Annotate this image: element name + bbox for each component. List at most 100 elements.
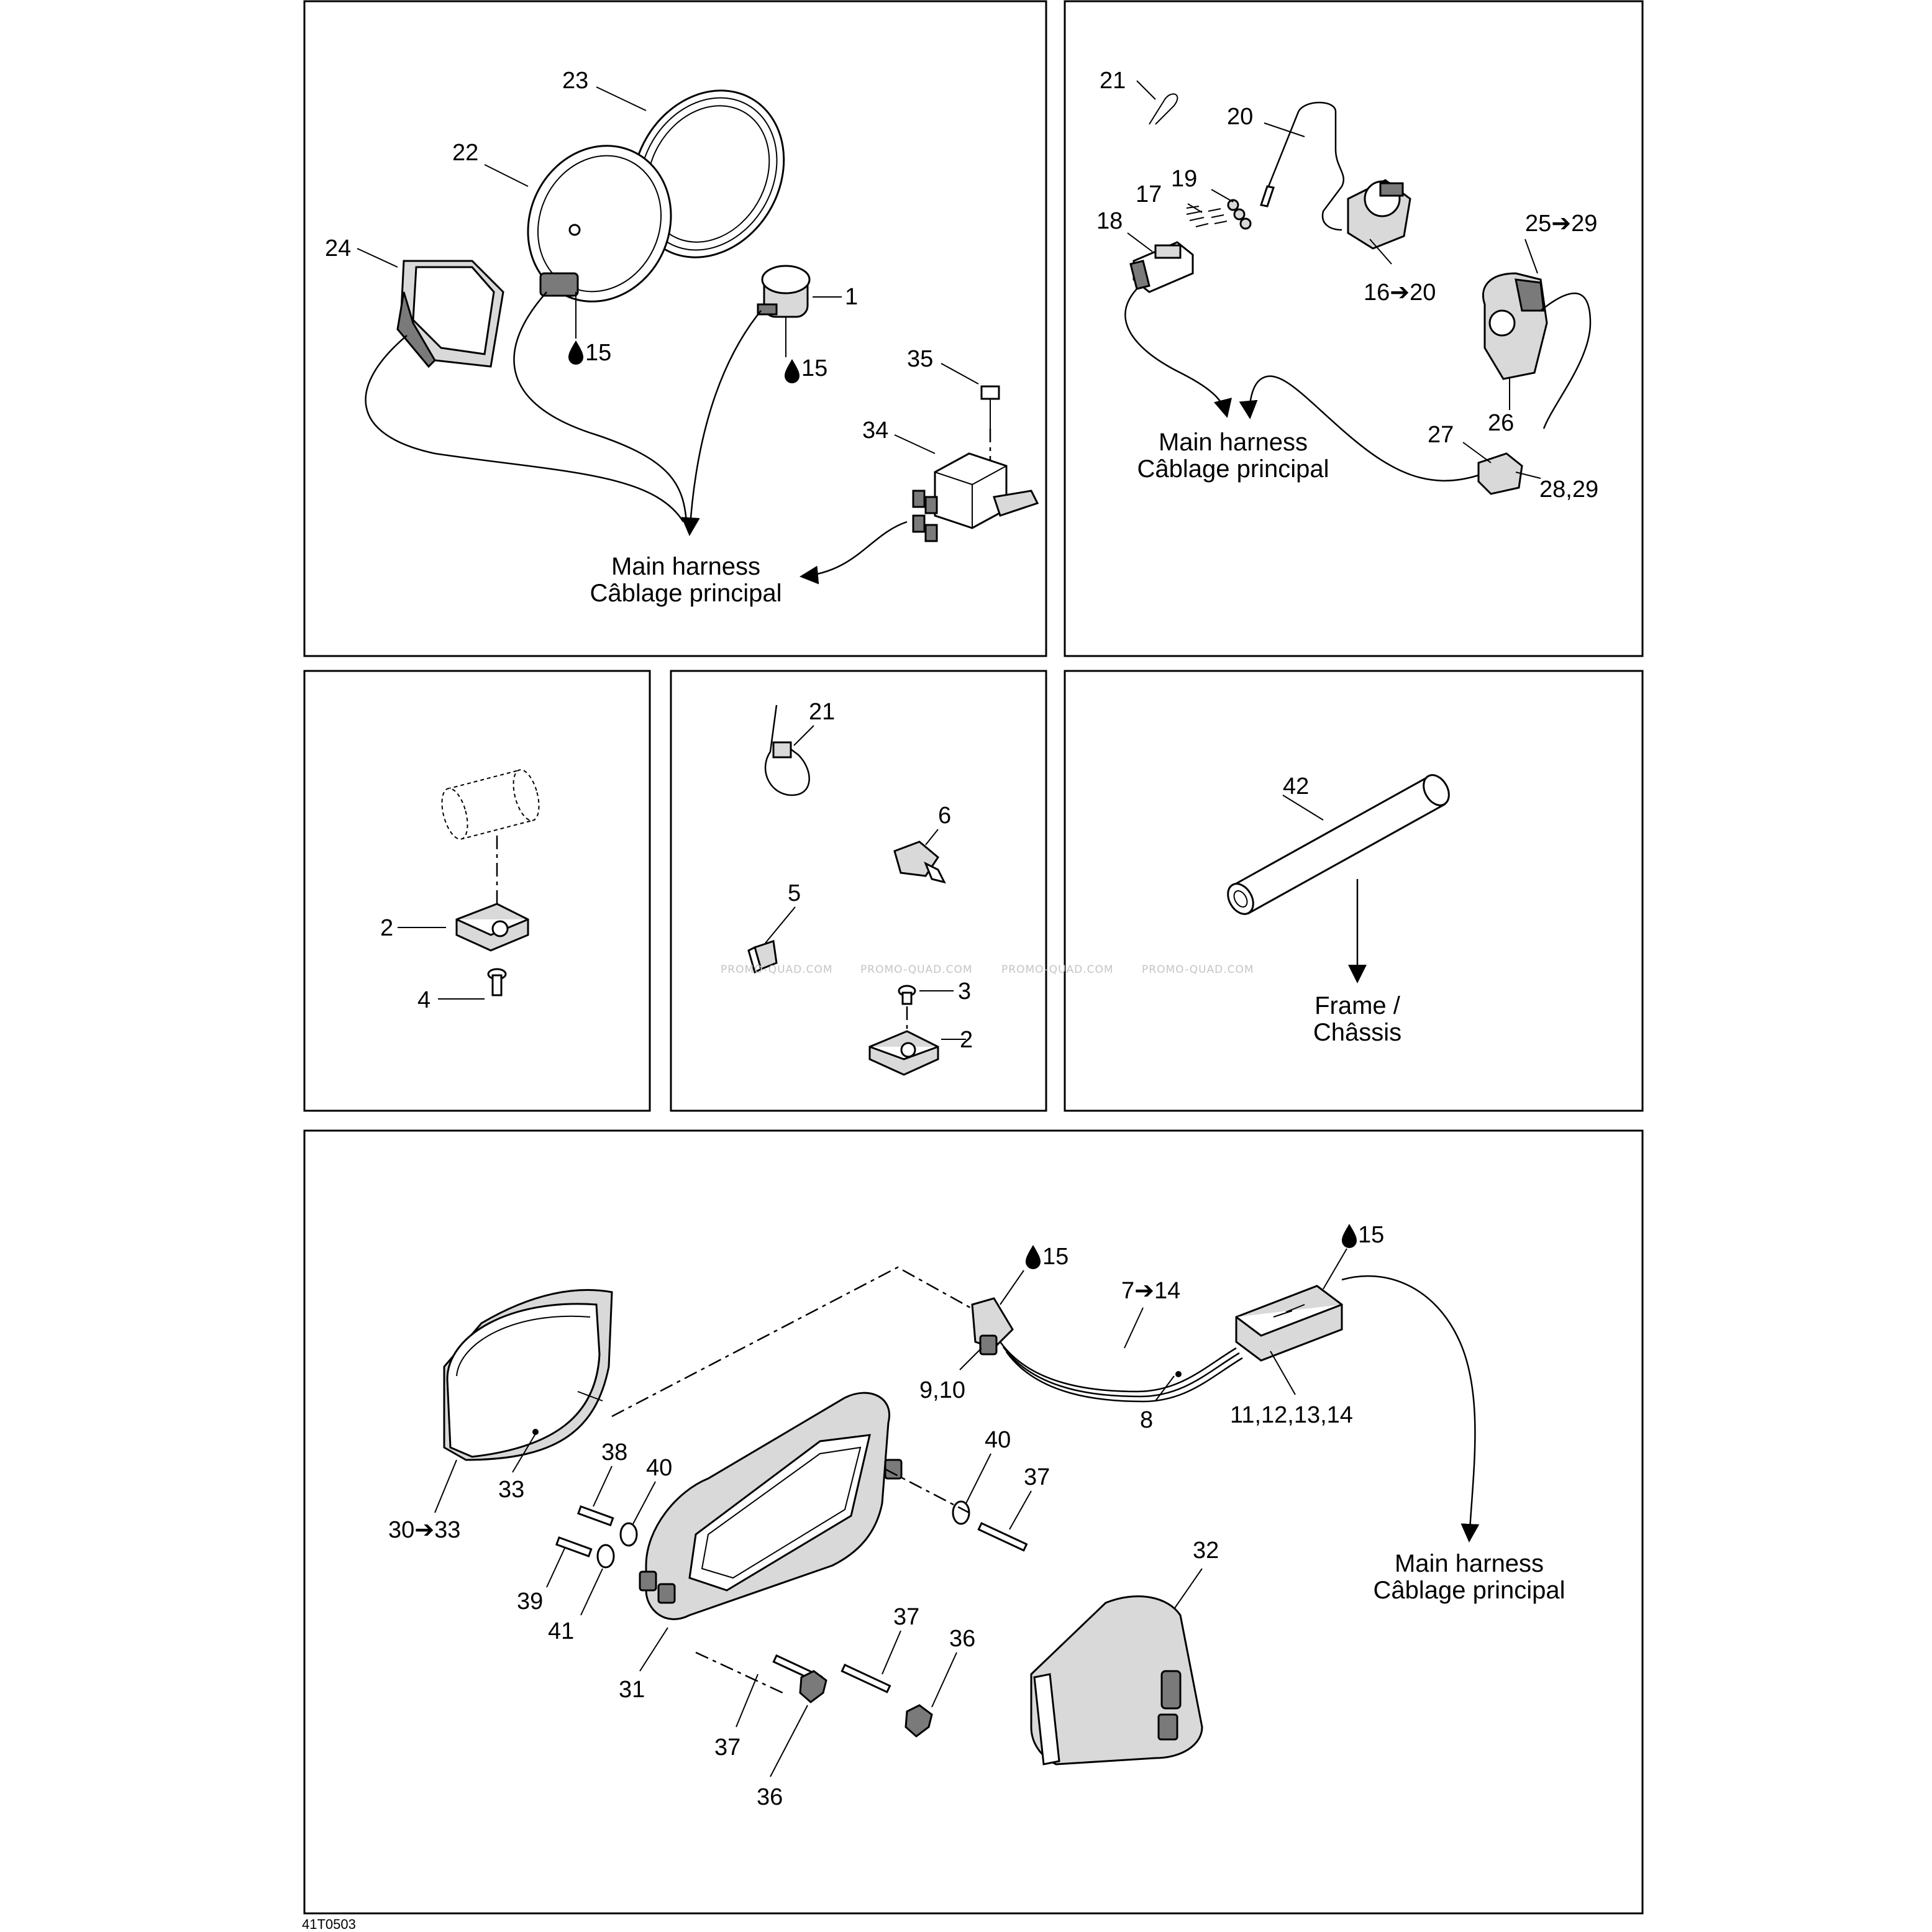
wire-22-harness bbox=[513, 291, 688, 522]
callout-2-mid-left: 2 bbox=[380, 915, 393, 941]
part-27-connector bbox=[1477, 452, 1523, 495]
callout-36-right: 36 bbox=[949, 1626, 975, 1652]
leader-17 bbox=[1187, 203, 1203, 213]
part-5-clip bbox=[747, 940, 778, 974]
harness-label-bottom-line2: Câblage principal bbox=[1373, 1577, 1565, 1604]
callout-21-top: 21 bbox=[1100, 68, 1126, 94]
callout-15-b: 15 bbox=[801, 355, 827, 381]
callout-40-right: 40 bbox=[985, 1427, 1011, 1453]
leader-15-bottom-a bbox=[1000, 1270, 1024, 1305]
callout-42: 42 bbox=[1283, 773, 1309, 800]
part-42-protective-tube bbox=[1227, 774, 1450, 915]
harness-label-top-right-line1: Main harness bbox=[1159, 429, 1308, 456]
grease-drop-icon bbox=[568, 340, 583, 365]
leader-20 bbox=[1264, 122, 1305, 137]
harness-label-top-left-line1: Main harness bbox=[611, 553, 760, 580]
leader-5 bbox=[765, 906, 796, 944]
callout-15-bottom-a: 15 bbox=[1042, 1244, 1069, 1270]
part-9-10-connector bbox=[971, 1297, 1014, 1356]
leader-27 bbox=[1462, 442, 1492, 463]
leader-33 bbox=[512, 1433, 536, 1473]
watermark-3: PROMO-QUAD.COM bbox=[1001, 964, 1114, 976]
leader-7-14 bbox=[1124, 1307, 1144, 1349]
callout-24: 24 bbox=[325, 235, 351, 262]
watermark-1: PROMO-QUAD.COM bbox=[721, 964, 833, 976]
wire-24-harness bbox=[365, 335, 685, 522]
leader-40-left bbox=[632, 1481, 656, 1526]
leader-28 bbox=[1515, 472, 1541, 479]
part-20-wire-lead bbox=[1260, 101, 1345, 231]
callout-30-33: 30➔33 bbox=[388, 1517, 460, 1543]
part-34-relay bbox=[912, 429, 1039, 542]
callout-18: 18 bbox=[1096, 208, 1123, 234]
callout-2-mid-center: 2 bbox=[960, 1027, 973, 1053]
callout-37-mid: 37 bbox=[893, 1604, 919, 1630]
harness-label-top-left-line2: Câblage principal bbox=[590, 580, 781, 607]
grease-drop-icon bbox=[1342, 1224, 1357, 1248]
frame-label-line2: Châssis bbox=[1313, 1019, 1401, 1046]
callout-27: 27 bbox=[1428, 422, 1454, 448]
callout-20: 20 bbox=[1227, 104, 1253, 130]
part-18-connector bbox=[1129, 241, 1194, 293]
leader-34 bbox=[894, 434, 936, 454]
callout-22: 22 bbox=[452, 140, 478, 166]
axis-lamp-to-connector bbox=[611, 1266, 982, 1418]
callout-37-bottom: 37 bbox=[714, 1734, 740, 1761]
panel-top-right bbox=[1064, 0, 1644, 657]
part-33-headlamp bbox=[443, 1289, 613, 1461]
part-16-ignition-switch bbox=[1347, 179, 1411, 250]
callout-11-14: 11,12,13,14 bbox=[1230, 1402, 1353, 1428]
callout-4: 4 bbox=[417, 987, 431, 1013]
part-2-clip-mid-center bbox=[868, 1030, 939, 1076]
part-31-bracket bbox=[639, 1392, 903, 1620]
callout-5: 5 bbox=[788, 880, 801, 906]
leader-25 bbox=[1524, 239, 1538, 274]
part-17-19-terminals bbox=[1186, 199, 1252, 230]
callout-40-left: 40 bbox=[646, 1455, 672, 1481]
part-32-work-lamp bbox=[1030, 1595, 1203, 1766]
leader-35 bbox=[941, 363, 979, 385]
leader-41 bbox=[580, 1568, 603, 1616]
harness-label-bottom-line1: Main harness bbox=[1395, 1550, 1544, 1577]
part-3-screw bbox=[898, 985, 916, 1005]
part-7-14-sub-harness bbox=[999, 1341, 1243, 1403]
panel-bottom bbox=[303, 1129, 1644, 1915]
grease-drop-icon bbox=[785, 359, 800, 383]
panel-mid-right bbox=[1064, 670, 1644, 1112]
wire-connector-harness bbox=[1341, 1275, 1480, 1542]
part-40-41-washers bbox=[596, 1500, 970, 1569]
callout-16-20: 16➔20 bbox=[1364, 280, 1436, 306]
leader-24 bbox=[357, 248, 398, 268]
leader-31 bbox=[639, 1627, 668, 1672]
callout-32: 32 bbox=[1193, 1538, 1219, 1564]
callout-26: 26 bbox=[1488, 410, 1514, 436]
leader-21-top bbox=[1136, 80, 1156, 100]
leader-6 bbox=[925, 829, 939, 845]
part-6-push-rivet bbox=[893, 841, 946, 884]
part-35-screw bbox=[980, 385, 1000, 429]
leader-9-10 bbox=[959, 1347, 982, 1370]
leader-37-bottom bbox=[736, 1674, 759, 1728]
leader-18 bbox=[1127, 232, 1153, 252]
callout-6: 6 bbox=[938, 803, 951, 829]
leader-42 bbox=[1282, 795, 1324, 821]
part-24-switch bbox=[396, 260, 504, 368]
callout-34: 34 bbox=[862, 417, 888, 444]
callout-28-29: 28,29 bbox=[1539, 476, 1598, 503]
grease-drop-icon bbox=[1026, 1245, 1041, 1269]
panel-mid-center bbox=[670, 670, 1047, 1112]
leader-11-14 bbox=[1270, 1351, 1296, 1395]
callout-39: 39 bbox=[517, 1588, 543, 1615]
part-ghost-tube bbox=[441, 769, 540, 840]
callout-7-14: 7➔14 bbox=[1121, 1278, 1180, 1304]
wire-18-harness bbox=[1124, 288, 1232, 418]
leader-8 bbox=[1155, 1375, 1175, 1401]
leader-36-bottom bbox=[770, 1705, 808, 1777]
figure-reference: 41T0503 bbox=[302, 1916, 356, 1932]
wire-1-harness bbox=[681, 310, 762, 536]
panel-mid-left bbox=[303, 670, 651, 1112]
leader-23 bbox=[596, 86, 647, 111]
leader-22 bbox=[484, 164, 529, 187]
part-38-39-bolts bbox=[555, 1505, 614, 1558]
